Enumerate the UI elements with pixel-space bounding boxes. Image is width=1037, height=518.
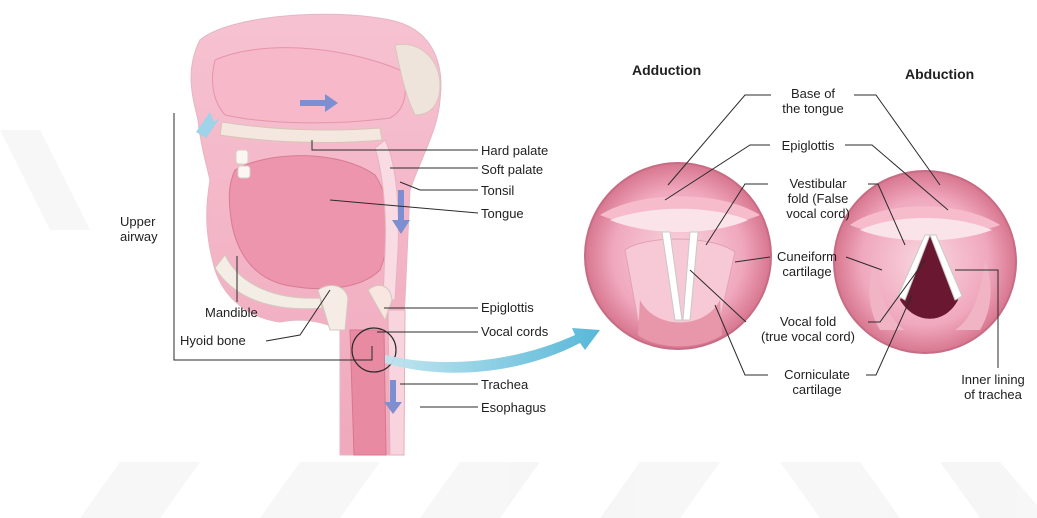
label-mandible: Mandible <box>205 305 258 320</box>
label-vocal-fold: Vocal fold (true vocal cord) <box>748 314 868 344</box>
label-inner-lining-trachea: Inner lining of trachea <box>952 372 1034 402</box>
abduction-title: Abduction <box>905 66 974 82</box>
label-cuneiform-cartilage: Cuneiform cartilage <box>768 249 846 279</box>
label-esophagus: Esophagus <box>481 400 546 415</box>
sagittal-head-illustration <box>191 14 441 455</box>
label-hyoid-bone: Hyoid bone <box>180 333 246 348</box>
adduction-title: Adduction <box>632 62 701 78</box>
label-corniculate-cartilage: Corniculate cartilage <box>768 367 866 397</box>
label-epiglottis: Epiglottis <box>481 300 534 315</box>
label-soft-palate: Soft palate <box>481 162 543 177</box>
trachea-tube <box>350 330 386 455</box>
label-upper-airway: Upper airway <box>120 214 158 244</box>
label-tongue: Tongue <box>481 206 524 221</box>
label-hard-palate: Hard palate <box>481 143 548 158</box>
label-trachea: Trachea <box>481 377 528 392</box>
label-vocal-cords: Vocal cords <box>481 324 548 339</box>
label-larynx-epiglottis: Epiglottis <box>772 138 844 153</box>
adduction-disc <box>585 163 771 349</box>
label-tonsil: Tonsil <box>481 183 514 198</box>
label-base-of-tongue: Base of the tongue <box>772 86 854 116</box>
label-vestibular-fold: Vestibular fold (False vocal cord) <box>768 176 868 221</box>
